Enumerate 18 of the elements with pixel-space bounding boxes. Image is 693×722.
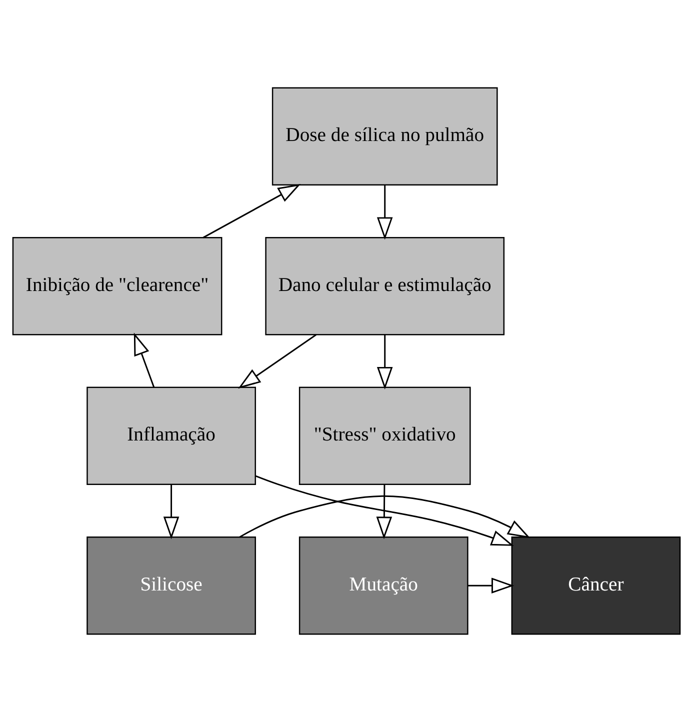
arrow — [376, 185, 393, 240]
arrow — [239, 495, 530, 538]
arrow — [238, 334, 317, 389]
node-box: Dano celular e estimulação — [265, 237, 505, 336]
node-box: Inibição de "clearence" — [12, 237, 222, 336]
node-box: Inflamação — [86, 386, 256, 485]
arrow — [376, 484, 392, 540]
node-box: Dose de sílica no pulmão — [272, 87, 498, 186]
node-box: "Stress" oxidativo — [298, 386, 471, 485]
arrow — [134, 332, 155, 388]
arrow — [468, 578, 514, 594]
arrow — [376, 334, 393, 390]
node-box: Mutação — [298, 536, 468, 635]
node-box: Câncer — [511, 536, 681, 635]
node-box: Silicose — [86, 536, 256, 635]
arrow — [163, 484, 180, 540]
arrow — [202, 184, 301, 238]
arrow — [256, 475, 514, 546]
